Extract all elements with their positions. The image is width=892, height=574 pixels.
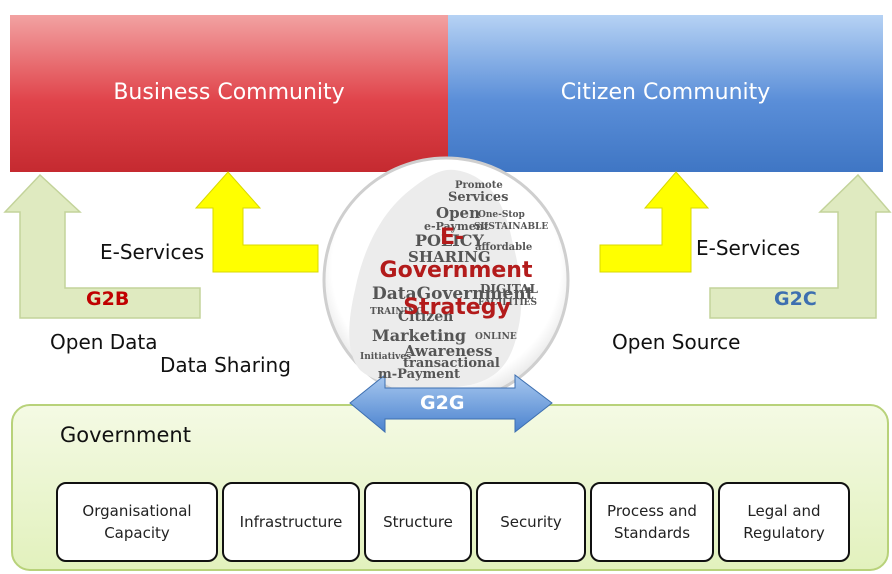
strategy-title-line3: Strategy — [403, 295, 511, 320]
cloud-word: affordable — [475, 242, 533, 253]
g2g-double-arrow — [349, 373, 553, 434]
data-sharing-label: Data Sharing — [160, 353, 291, 377]
cloud-word: Marketing — [372, 326, 467, 345]
cloud-word: Awareness — [404, 342, 493, 360]
open-source-label: Open Source — [612, 330, 741, 354]
g2g-label: G2G — [420, 392, 465, 414]
citizen-community-box — [448, 15, 883, 172]
g2c-label: G2C — [774, 288, 817, 310]
cloud-word: One-Stop — [478, 210, 525, 220]
word-cloud-silhouette — [349, 169, 522, 389]
cloud-word: SHARING — [408, 248, 491, 266]
citizen-community-label: Citizen Community — [560, 80, 771, 105]
g2b-up-arrow — [3, 173, 201, 319]
business-community-box — [10, 15, 448, 172]
open-data-label: Open Data — [50, 330, 158, 354]
cloud-word: e-Payment — [424, 220, 489, 233]
cloud-word: DIGITAL — [480, 282, 538, 296]
cloud-word: ONLINE — [475, 332, 517, 342]
left-yellow-arrow — [194, 171, 319, 273]
e-services-left-label: E-Services — [100, 240, 205, 264]
cloud-word: FACILITIES — [478, 298, 538, 308]
e-services-right-label: E-Services — [696, 236, 801, 260]
right-yellow-arrow — [599, 171, 710, 273]
pillar-infrastructure: Infrastructure — [222, 482, 360, 562]
cloud-word: transactional — [403, 356, 500, 371]
strategy-title-line1: E- — [440, 225, 465, 250]
government-title: Government — [60, 423, 191, 447]
g2c-up-arrow — [709, 173, 892, 319]
cloud-word: Open — [436, 204, 481, 222]
cloud-word: SUSTAINABLE — [474, 222, 549, 232]
pillar-security: Security — [476, 482, 586, 562]
cloud-word: m-Payment — [378, 367, 461, 382]
cloud-word: Services — [448, 190, 509, 205]
g2b-label: G2B — [86, 288, 130, 310]
strategy-title-line2: Government — [379, 258, 533, 283]
business-community-label: Business Community — [113, 80, 345, 105]
pillar-process-and-standards: Process and Standards — [590, 482, 714, 562]
pillar-organisational-capacity: Organisational Capacity — [56, 482, 218, 562]
pillar-structure: Structure — [364, 482, 472, 562]
cloud-word: TRAINING — [370, 307, 424, 317]
cloud-word: DataGovernment — [372, 284, 534, 304]
cloud-word: Citizen — [398, 309, 454, 325]
cloud-word: Promote — [455, 180, 503, 191]
pillar-legal-and-regulatory: Legal and Regulatory — [718, 482, 850, 562]
cloud-word: Initiatives — [360, 352, 412, 362]
cloud-word: POLICY — [415, 231, 484, 250]
